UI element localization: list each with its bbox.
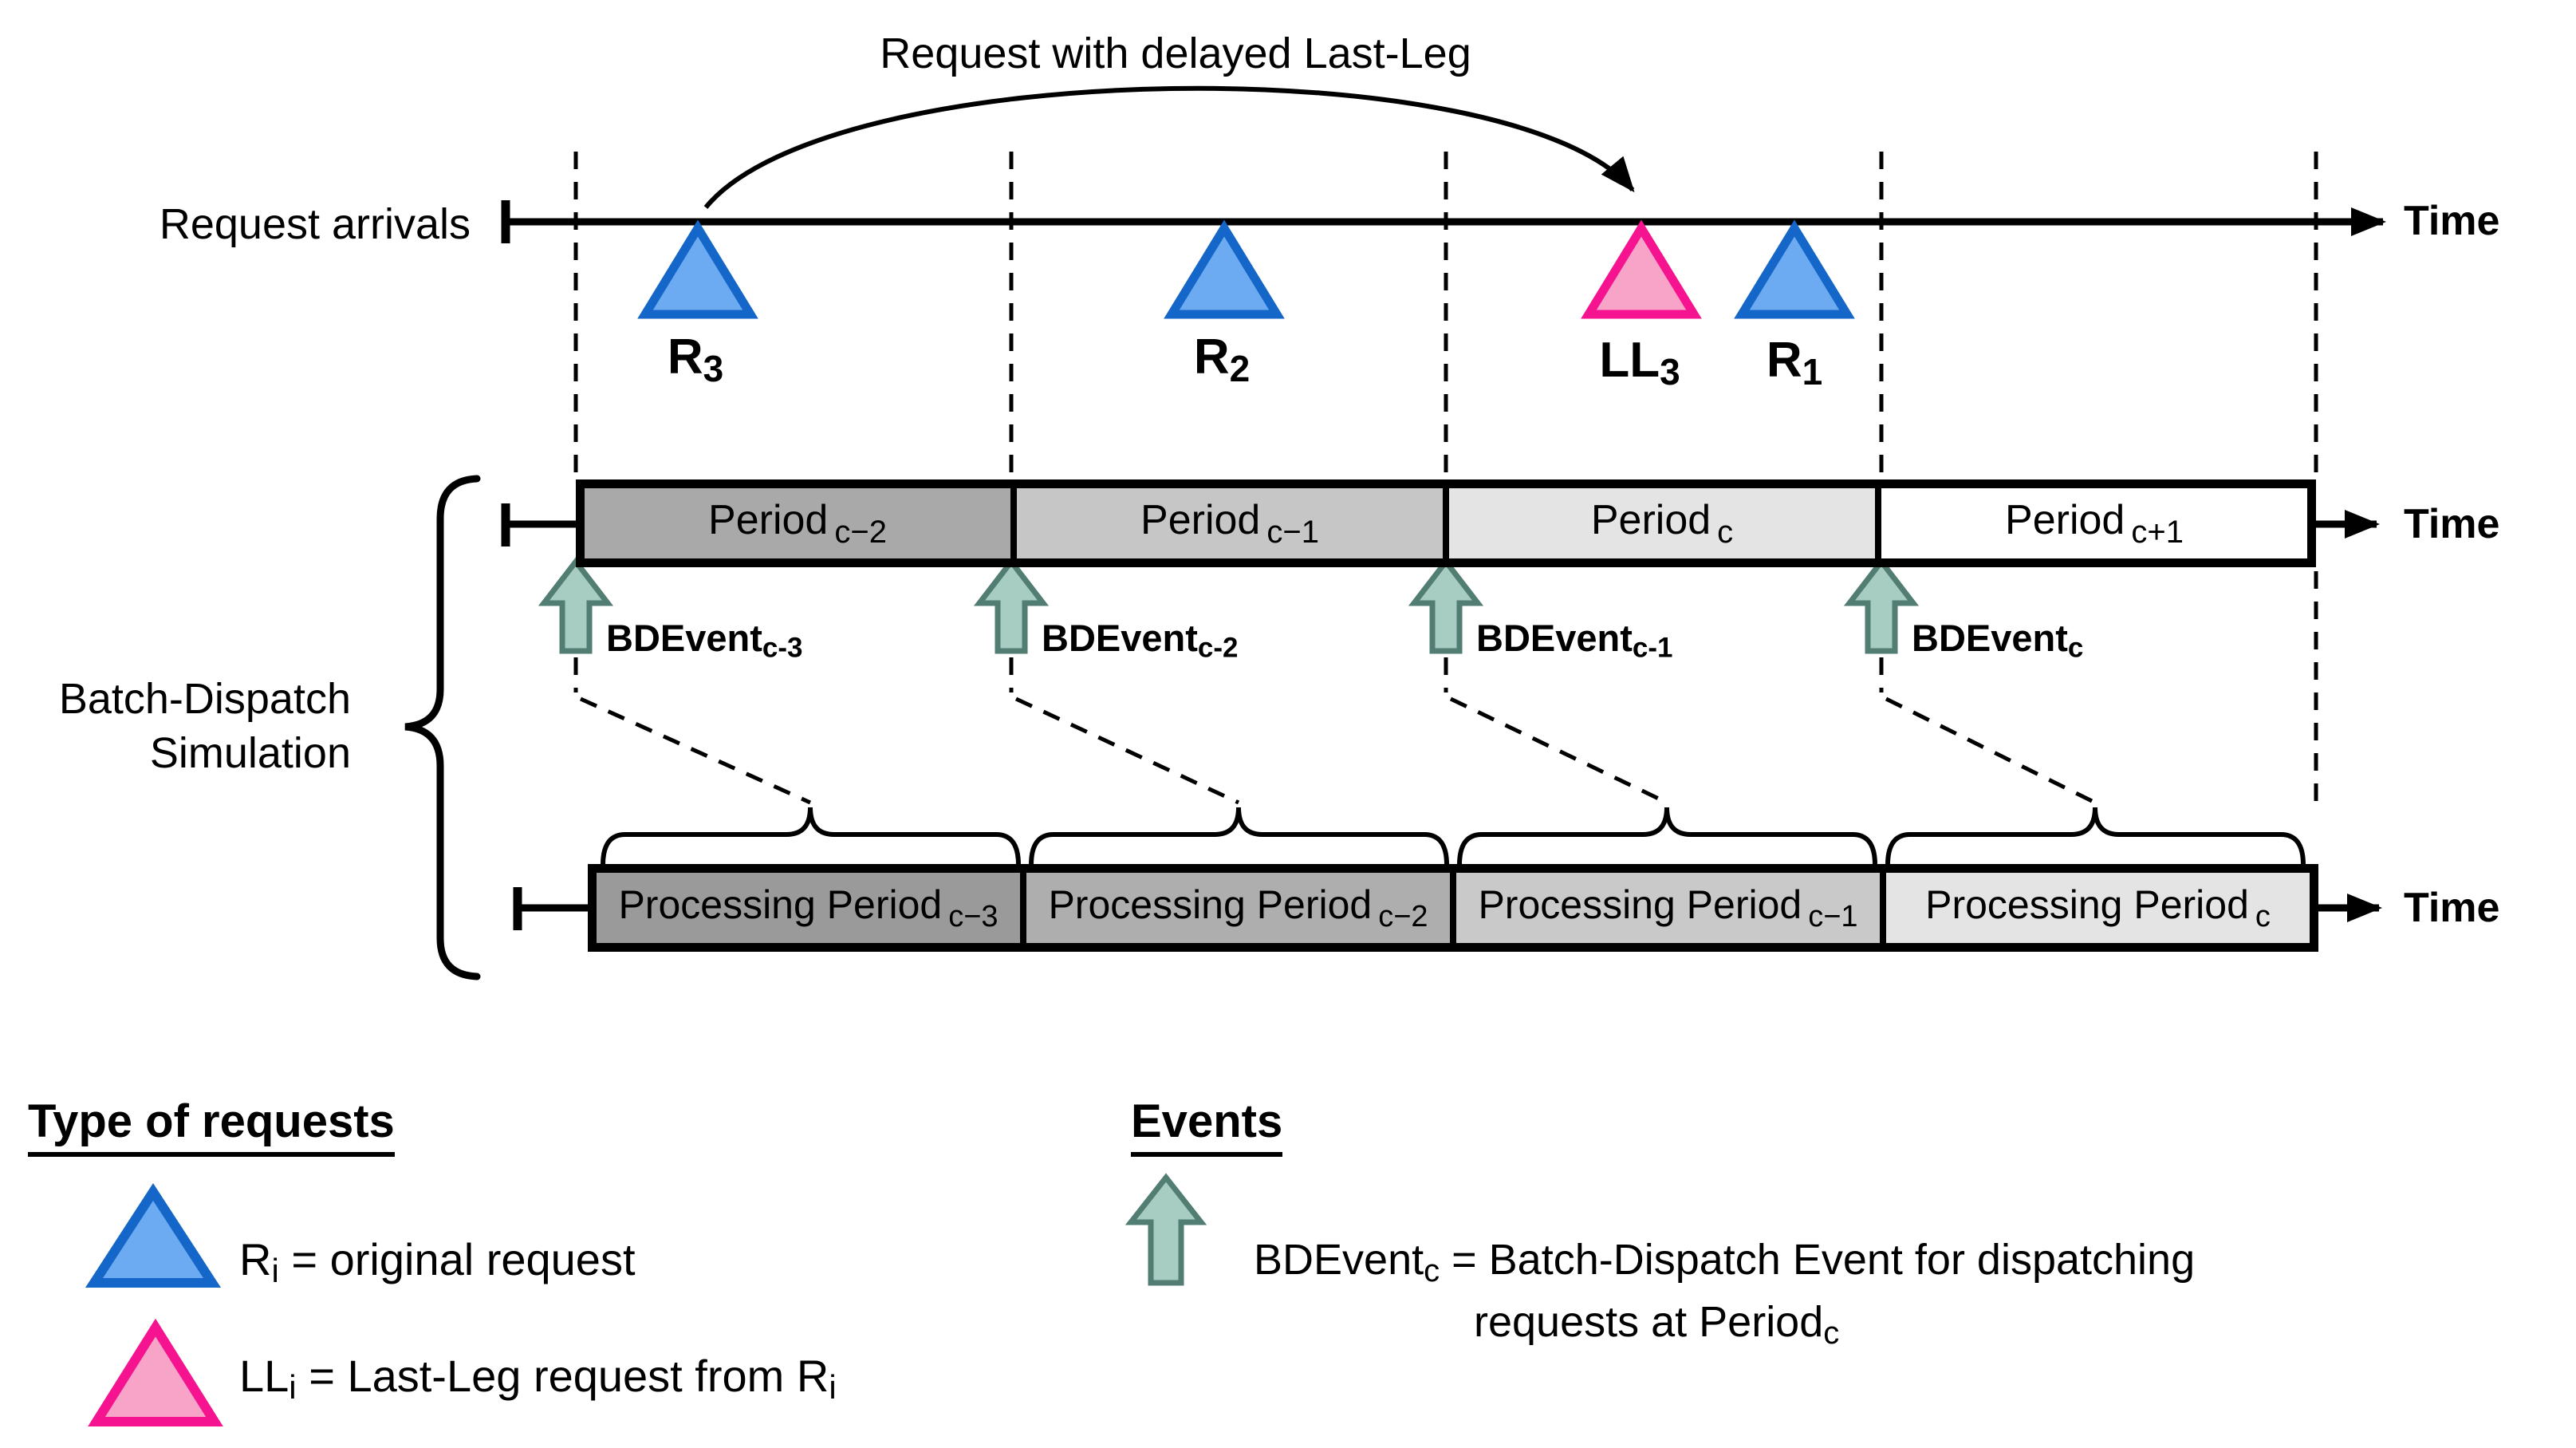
delayed-lastleg-label: Request with delayed Last-Leg [880, 30, 1471, 77]
marker-label-r2: R2 [1193, 329, 1251, 390]
dispatch-link-line-3 [1449, 696, 1668, 805]
legend-bdevent-text-line2: requests at Periodc [1474, 1298, 1840, 1351]
delayed-lastleg-arrow [703, 85, 1635, 209]
periods-time-label: Time [2404, 501, 2500, 547]
processing-brace-2 [1029, 807, 1449, 866]
arrivals-time-label: Time [2404, 198, 2500, 244]
bdevent-arrow-c-1-icon [1408, 557, 1484, 654]
processing-brace-3 [1457, 807, 1877, 866]
bdevent-label-c-1: BDEventc-1 [1476, 617, 1673, 664]
legend-original-request-icon [85, 1182, 222, 1288]
bdevent-arrow-c-3-icon [538, 557, 614, 654]
request-marker-ll3-icon [1581, 219, 1702, 319]
legend-events-title: Events [1131, 1095, 1283, 1157]
dispatch-link-line-2 [1014, 696, 1240, 805]
request-marker-r1-icon [1734, 219, 1855, 319]
marker-label-r1: R1 [1766, 333, 1823, 393]
bdevent-label-c-3: BDEventc-3 [606, 617, 803, 664]
legend-bdevent-text-line1: BDEventc = Batch-Dispatch Event for disp… [1254, 1236, 2196, 1288]
bdevent-arrow-c-2-icon [973, 557, 1050, 654]
marker-label-ll3: LL3 [1599, 333, 1680, 393]
legend-original-request-text: Ri = original request [239, 1234, 636, 1290]
dispatch-link-line-1 [579, 696, 812, 805]
bdevent-arrow-c-icon [1843, 557, 1920, 654]
legend-bdevent-arrow-icon [1125, 1173, 1207, 1286]
legend-lastleg-request-icon [88, 1318, 223, 1426]
simulation-brace-label: Batch-Dispatch Simulation [58, 675, 351, 777]
bdevent-label-c-2: BDEventc-2 [1042, 617, 1239, 664]
dispatch-link-line-4 [1885, 696, 2097, 805]
marker-label-r3: R3 [667, 329, 724, 390]
request-marker-r2-icon [1164, 219, 1285, 319]
legend-requests-title: Type of requests [28, 1095, 395, 1157]
processing-time-label: Time [2404, 885, 2500, 931]
legend-lastleg-request-text: LLi = Last-Leg request from Ri [239, 1351, 837, 1407]
bdevent-label-c: BDEventc [1912, 617, 2084, 664]
arrivals-axis-label: Request arrivals [159, 200, 471, 248]
request-marker-r3-icon [637, 219, 758, 319]
simulation-brace [404, 475, 481, 980]
processing-brace-1 [601, 807, 1021, 866]
processing-brace-4 [1885, 807, 2306, 866]
